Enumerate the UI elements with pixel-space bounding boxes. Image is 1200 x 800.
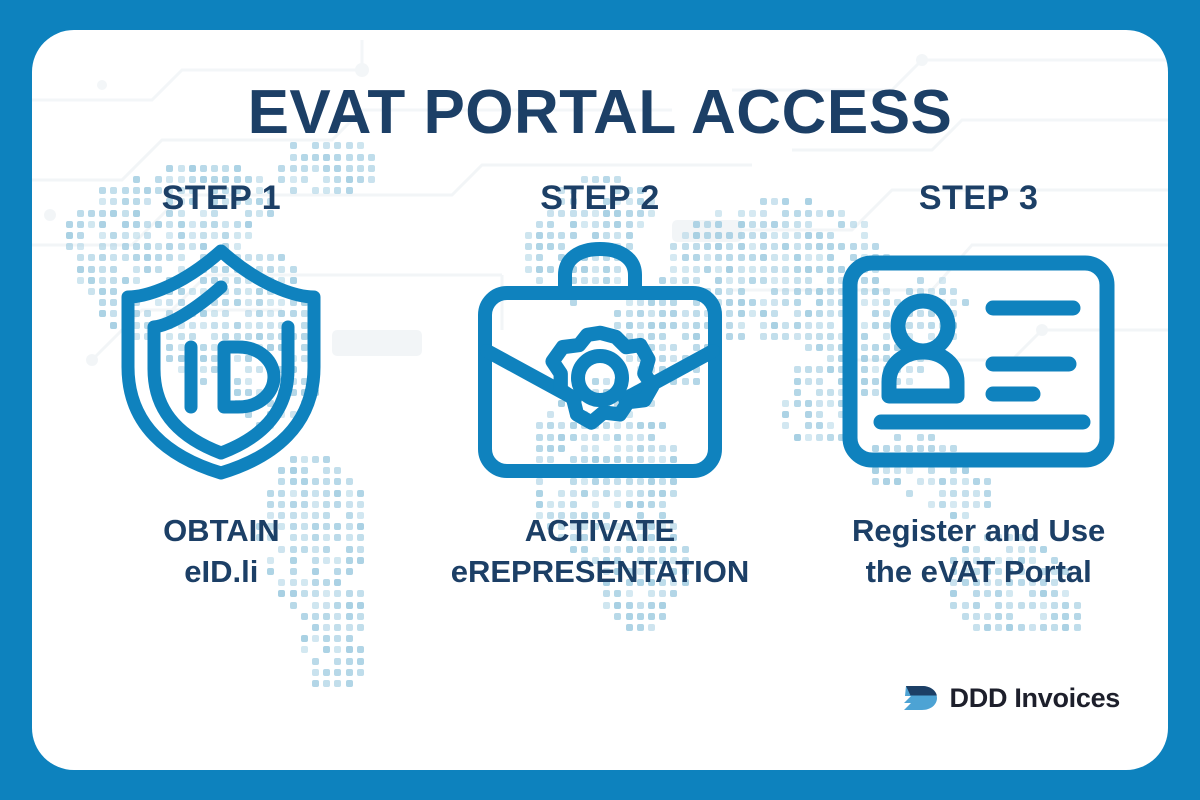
step-column-2: STEP 2 ACTIVATE (411, 170, 790, 690)
page-title: EVAT PORTAL ACCESS (247, 78, 953, 147)
id-card-icon (842, 255, 1115, 467)
step-icon-1 (116, 226, 326, 496)
step-column-1: STEP 1 OBTAIN eID.li (32, 170, 411, 690)
ddd-invoices-logo-mark-icon (903, 686, 937, 710)
brand-logo: DDD Invoices (900, 678, 1120, 718)
step-caption-1: OBTAIN eID.li (163, 510, 280, 592)
shield-id-icon (121, 244, 321, 479)
step-label-1: STEP 1 (161, 179, 282, 217)
step-column-3: STEP 3 Reg (789, 170, 1168, 690)
step-icon-2 (475, 226, 725, 496)
step-caption-1-line1: OBTAIN (163, 513, 280, 548)
step-caption-2-line1: ACTIVATE (524, 513, 676, 548)
steps-row: STEP 1 OBTAIN eID.li (32, 170, 1168, 690)
step-caption-1-line2: eID.li (184, 554, 259, 590)
brand-logo-text: DDD Invoices (949, 682, 1121, 713)
step-caption-2: ACTIVATE eREPRESENTATION (451, 510, 750, 592)
step-label-3: STEP 3 (918, 179, 1039, 217)
step-icon-3 (841, 226, 1116, 496)
step-caption-3-line2: the eVAT Portal (865, 554, 1092, 590)
step-caption-3: Register and Use the eVAT Portal (852, 510, 1105, 592)
step-caption-2-line2: eREPRESENTATION (450, 554, 750, 590)
briefcase-gear-icon (478, 242, 722, 478)
infographic-card: EVAT PORTAL ACCESS STEP 1 (32, 30, 1168, 770)
step-label-2: STEP 2 (540, 179, 660, 217)
step-caption-3-line1: Register and Use (852, 513, 1106, 548)
